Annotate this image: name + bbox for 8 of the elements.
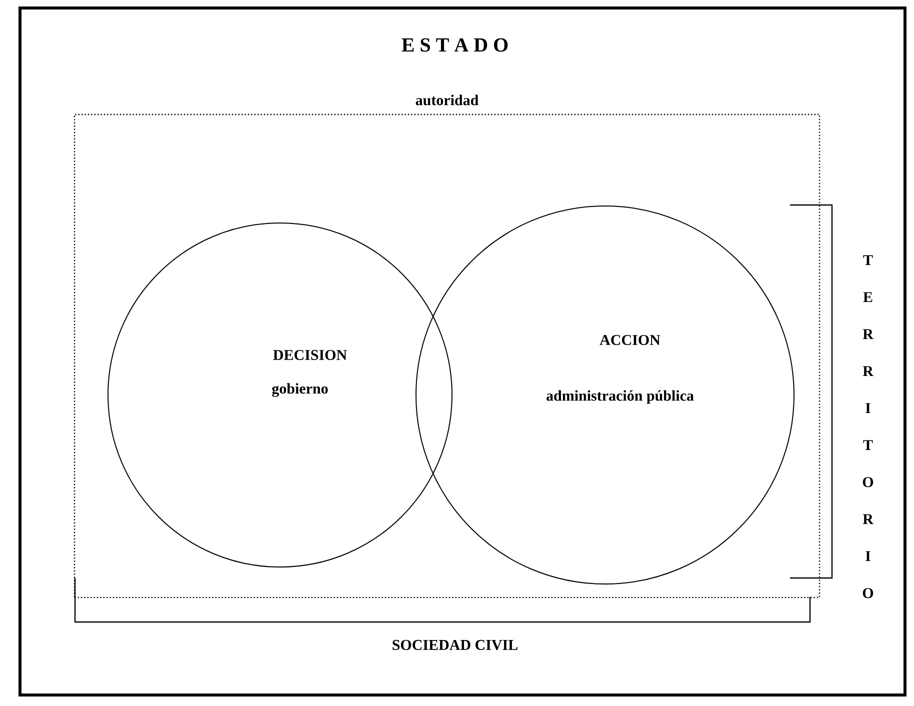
node-label: gobierno <box>272 383 328 397</box>
vertical-label: TERRITORIO <box>862 255 874 598</box>
node-label: autoridad <box>416 94 478 106</box>
node-label: DECISION <box>273 350 347 360</box>
title: E S T A D O <box>402 38 508 52</box>
node-label: ACCION <box>600 334 660 346</box>
node-label: administración pública <box>546 390 694 404</box>
bottom-label: SOCIEDAD CIVIL <box>392 640 518 650</box>
